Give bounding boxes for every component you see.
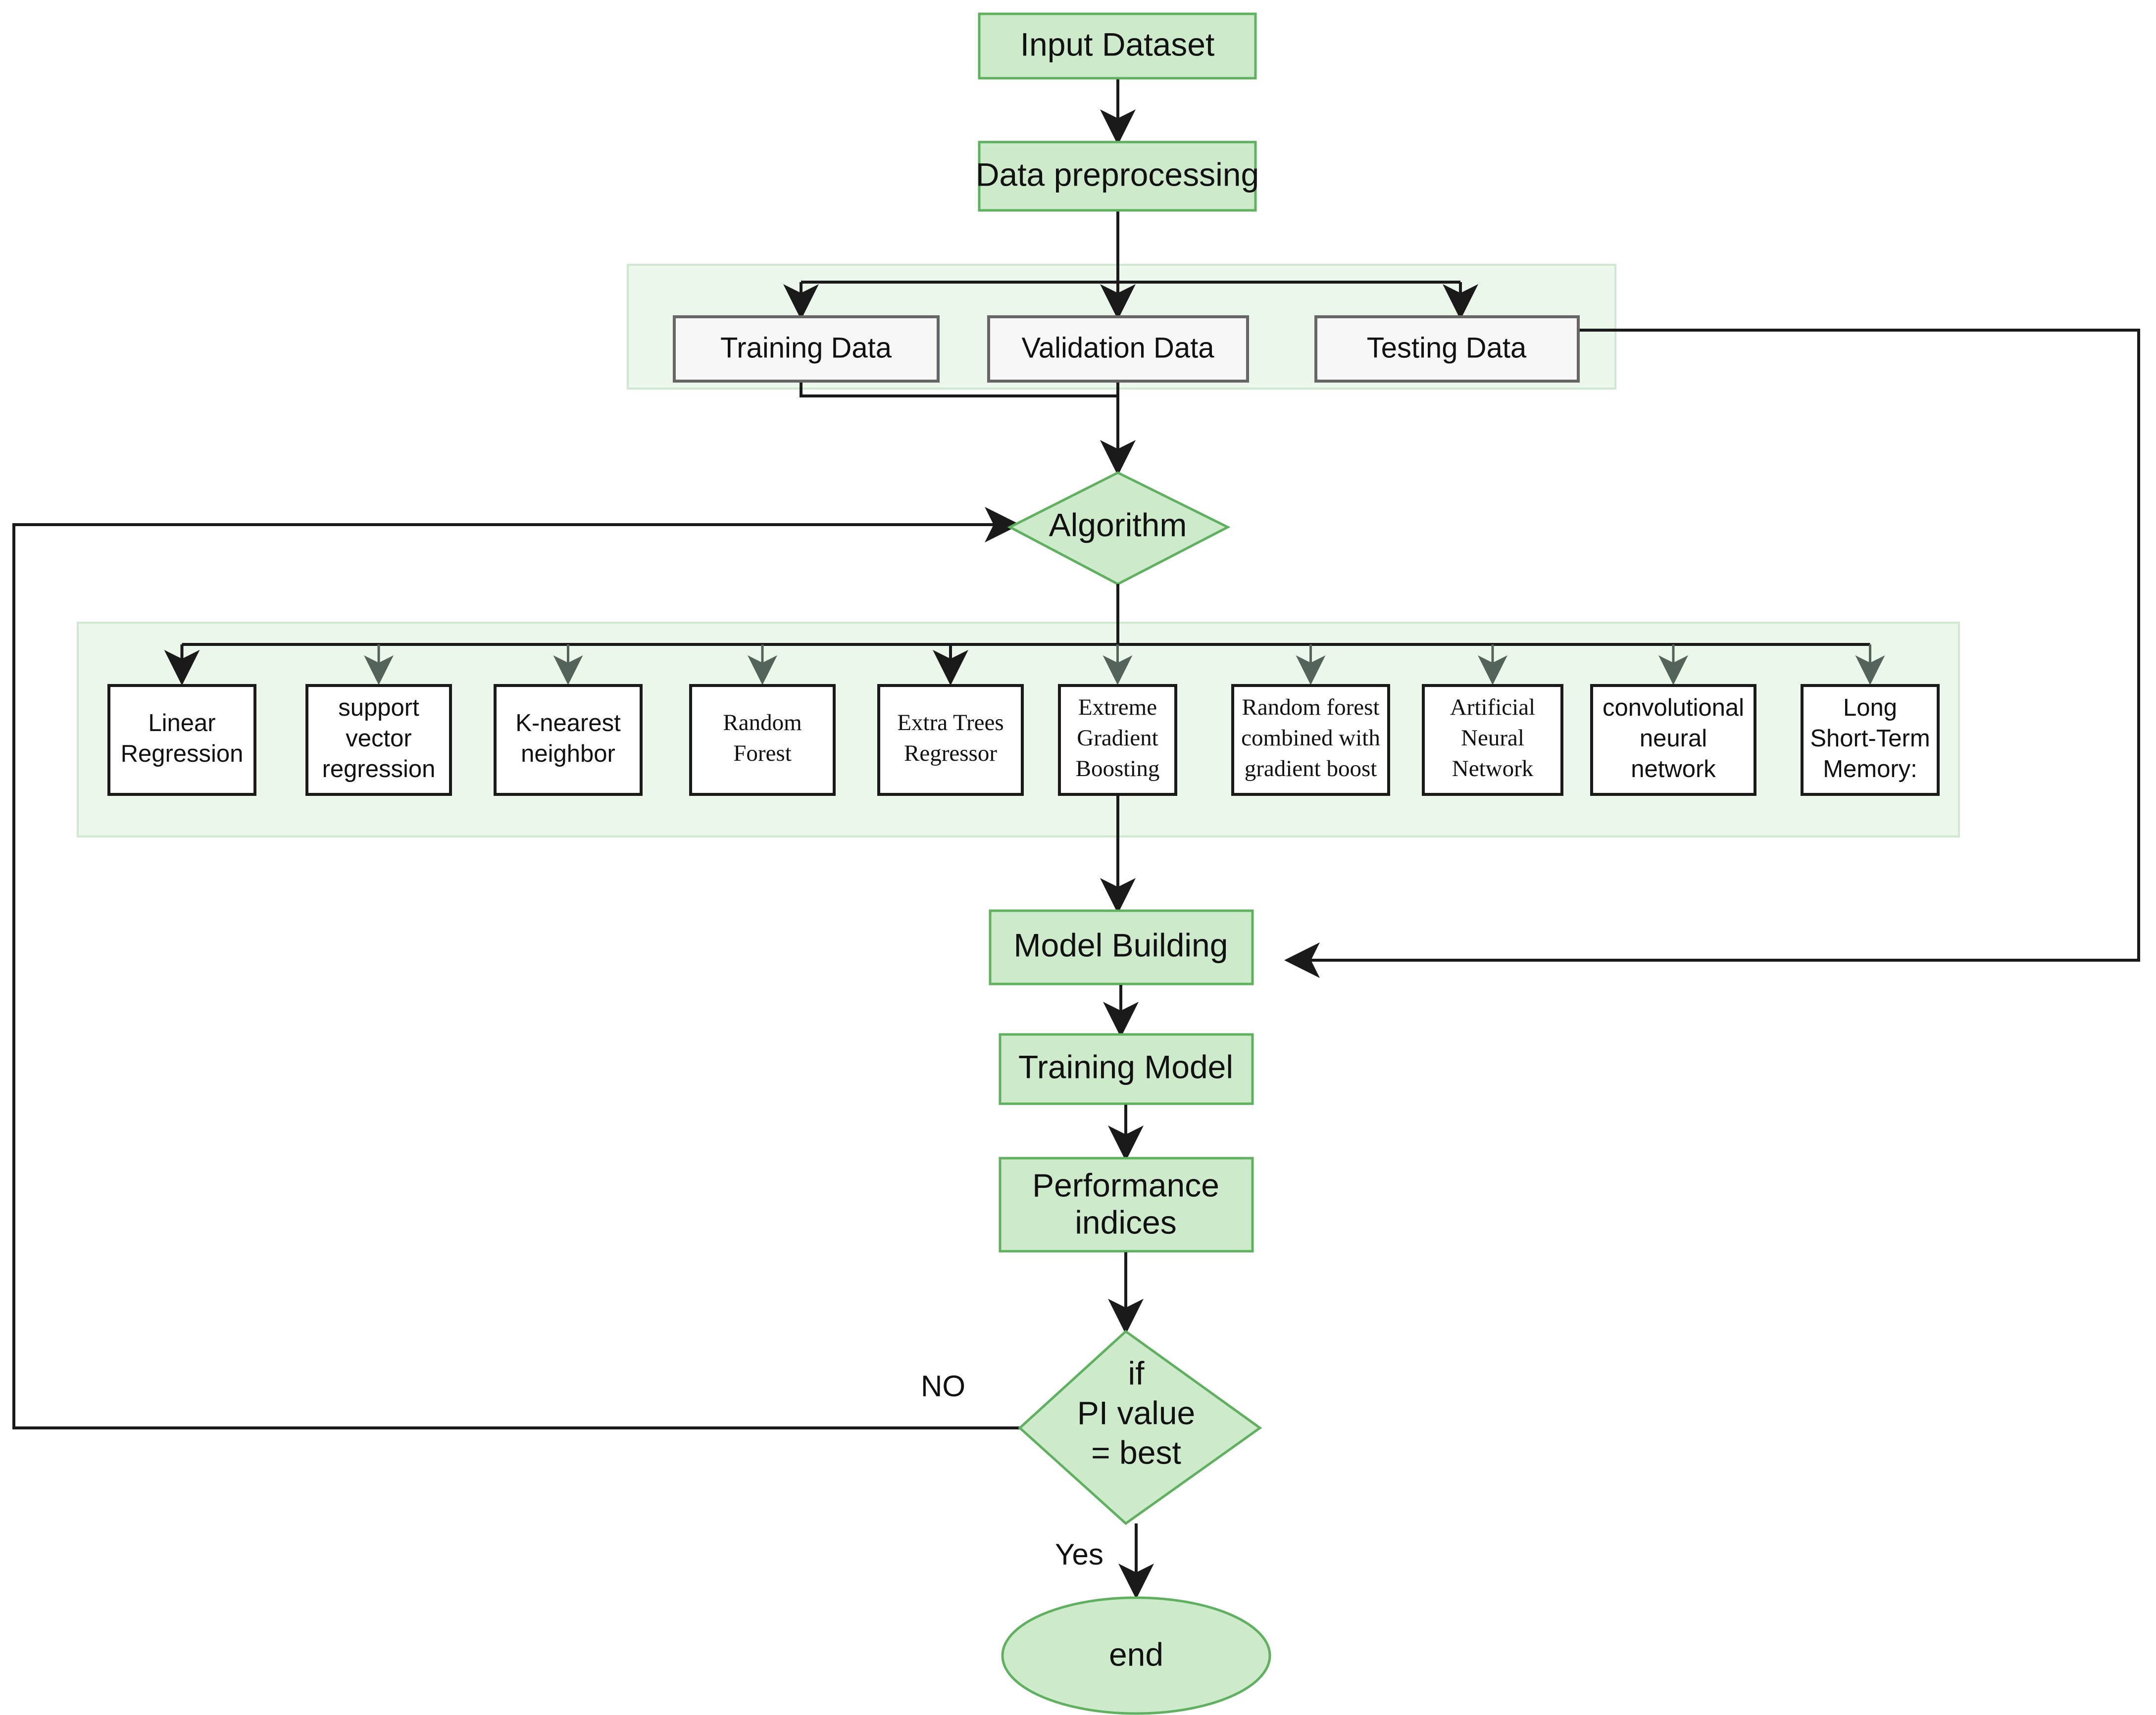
algorithm-box-2-label-line-2: vector bbox=[346, 725, 411, 752]
algorithm-box-4[interactable] bbox=[689, 684, 836, 796]
algorithm-box-5-label-line-1: Extra Trees bbox=[897, 710, 1003, 735]
node-validation-data-label: Validation Data bbox=[1021, 332, 1214, 364]
edge-label-no: NO bbox=[921, 1370, 965, 1403]
node-training-data-label: Training Data bbox=[720, 332, 892, 364]
algorithm-box-6[interactable] bbox=[1058, 684, 1177, 796]
node-end[interactable] bbox=[1001, 1596, 1271, 1715]
node-end-label: end bbox=[1109, 1636, 1163, 1672]
node-data-preprocessing[interactable] bbox=[978, 141, 1257, 212]
algorithm-box-8-label-line-2: Neural bbox=[1461, 725, 1524, 751]
algorithm-box-8[interactable] bbox=[1422, 684, 1563, 796]
node-testing-data[interactable] bbox=[1314, 315, 1580, 383]
node-testing-data-label: Testing Data bbox=[1367, 332, 1527, 364]
node-performance-indices-label-2: indices bbox=[1075, 1204, 1176, 1240]
algorithm-box-2-label-line-3: regression bbox=[322, 756, 436, 783]
algorithm-box-1-label-line-1: Linear bbox=[148, 710, 215, 736]
algorithm-box-1-label-line-2: Regression bbox=[121, 740, 244, 767]
node-input-dataset-label: Input Dataset bbox=[1020, 26, 1215, 62]
node-input-dataset[interactable] bbox=[978, 12, 1257, 80]
edge-no-loop-to-algorithm bbox=[12, 507, 1020, 1429]
algorithm-box-6-label-line-3: Boosting bbox=[1076, 756, 1160, 782]
node-training-data[interactable] bbox=[673, 315, 940, 383]
algorithm-box-8-label-line-1: Artificial bbox=[1450, 694, 1535, 720]
algorithm-box-10[interactable] bbox=[1801, 684, 1940, 796]
algorithm-box-5[interactable] bbox=[877, 684, 1024, 796]
node-decision-label-2: PI value bbox=[1077, 1394, 1195, 1431]
algorithm-box-6-label-line-1: Extreme bbox=[1078, 694, 1157, 720]
node-performance-indices[interactable] bbox=[999, 1157, 1254, 1253]
algorithm-box-9-label-line-2: neural bbox=[1640, 725, 1707, 752]
node-model-building[interactable] bbox=[989, 909, 1254, 985]
algorithm-box-2[interactable] bbox=[305, 684, 452, 796]
algorithm-box-10-label-line-3: Memory: bbox=[1823, 756, 1917, 783]
node-decision-label-3: = best bbox=[1091, 1434, 1181, 1470]
node-training-model[interactable] bbox=[999, 1033, 1254, 1105]
algorithm-box-10-label-line-1: Long bbox=[1843, 694, 1897, 721]
node-data-preprocessing-label: Data preprocessing bbox=[976, 156, 1259, 193]
algorithm-box-3-label-line-1: K-nearest bbox=[515, 710, 621, 736]
algorithm-box-4-label-line-1: Random bbox=[723, 710, 802, 735]
algorithm-box-5-label-line-2: Regressor bbox=[904, 740, 997, 766]
node-performance-indices-label-1: Performance bbox=[1032, 1167, 1219, 1203]
algorithm-box-7-label-line-1: Random forest bbox=[1242, 694, 1379, 720]
node-validation-data[interactable] bbox=[987, 315, 1249, 383]
algorithm-box-6-label-line-2: Gradient bbox=[1077, 725, 1158, 751]
algorithm-box-3-label-line-2: neighbor bbox=[521, 740, 615, 767]
node-algorithm-label: Algorithm bbox=[1049, 506, 1187, 543]
node-decision-diamond[interactable] bbox=[1018, 1329, 1262, 1525]
node-model-building-label: Model Building bbox=[1014, 927, 1228, 963]
node-decision-label-1: if bbox=[1128, 1355, 1145, 1391]
algorithm-box-9-label-line-1: convolutional bbox=[1603, 694, 1744, 721]
node-training-model-label: Training Model bbox=[1018, 1048, 1233, 1085]
algorithm-box-2-label-line-1: support bbox=[338, 694, 419, 721]
algorithm-box-7-label-line-2: combined with bbox=[1241, 725, 1380, 751]
edge-testing-to-model-building bbox=[1284, 329, 2140, 978]
algorithm-box-7[interactable] bbox=[1231, 684, 1390, 796]
algorithm-fanout-edges bbox=[164, 643, 1885, 686]
algorithm-box-10-label-line-2: Short-Term bbox=[1810, 725, 1930, 752]
algorithm-box-9[interactable] bbox=[1590, 684, 1756, 796]
algorithm-box-8-label-line-3: Network bbox=[1452, 756, 1534, 782]
algorithm-box-1[interactable] bbox=[107, 684, 256, 796]
algorithm-box-9-label-line-3: network bbox=[1631, 756, 1716, 783]
algorithm-box-3[interactable] bbox=[494, 684, 643, 796]
edge-label-yes: Yes bbox=[1055, 1538, 1103, 1571]
algorithm-box-7-label-line-3: gradient boost bbox=[1245, 756, 1377, 782]
algorithm-box-4-label-line-2: Forest bbox=[733, 740, 792, 766]
